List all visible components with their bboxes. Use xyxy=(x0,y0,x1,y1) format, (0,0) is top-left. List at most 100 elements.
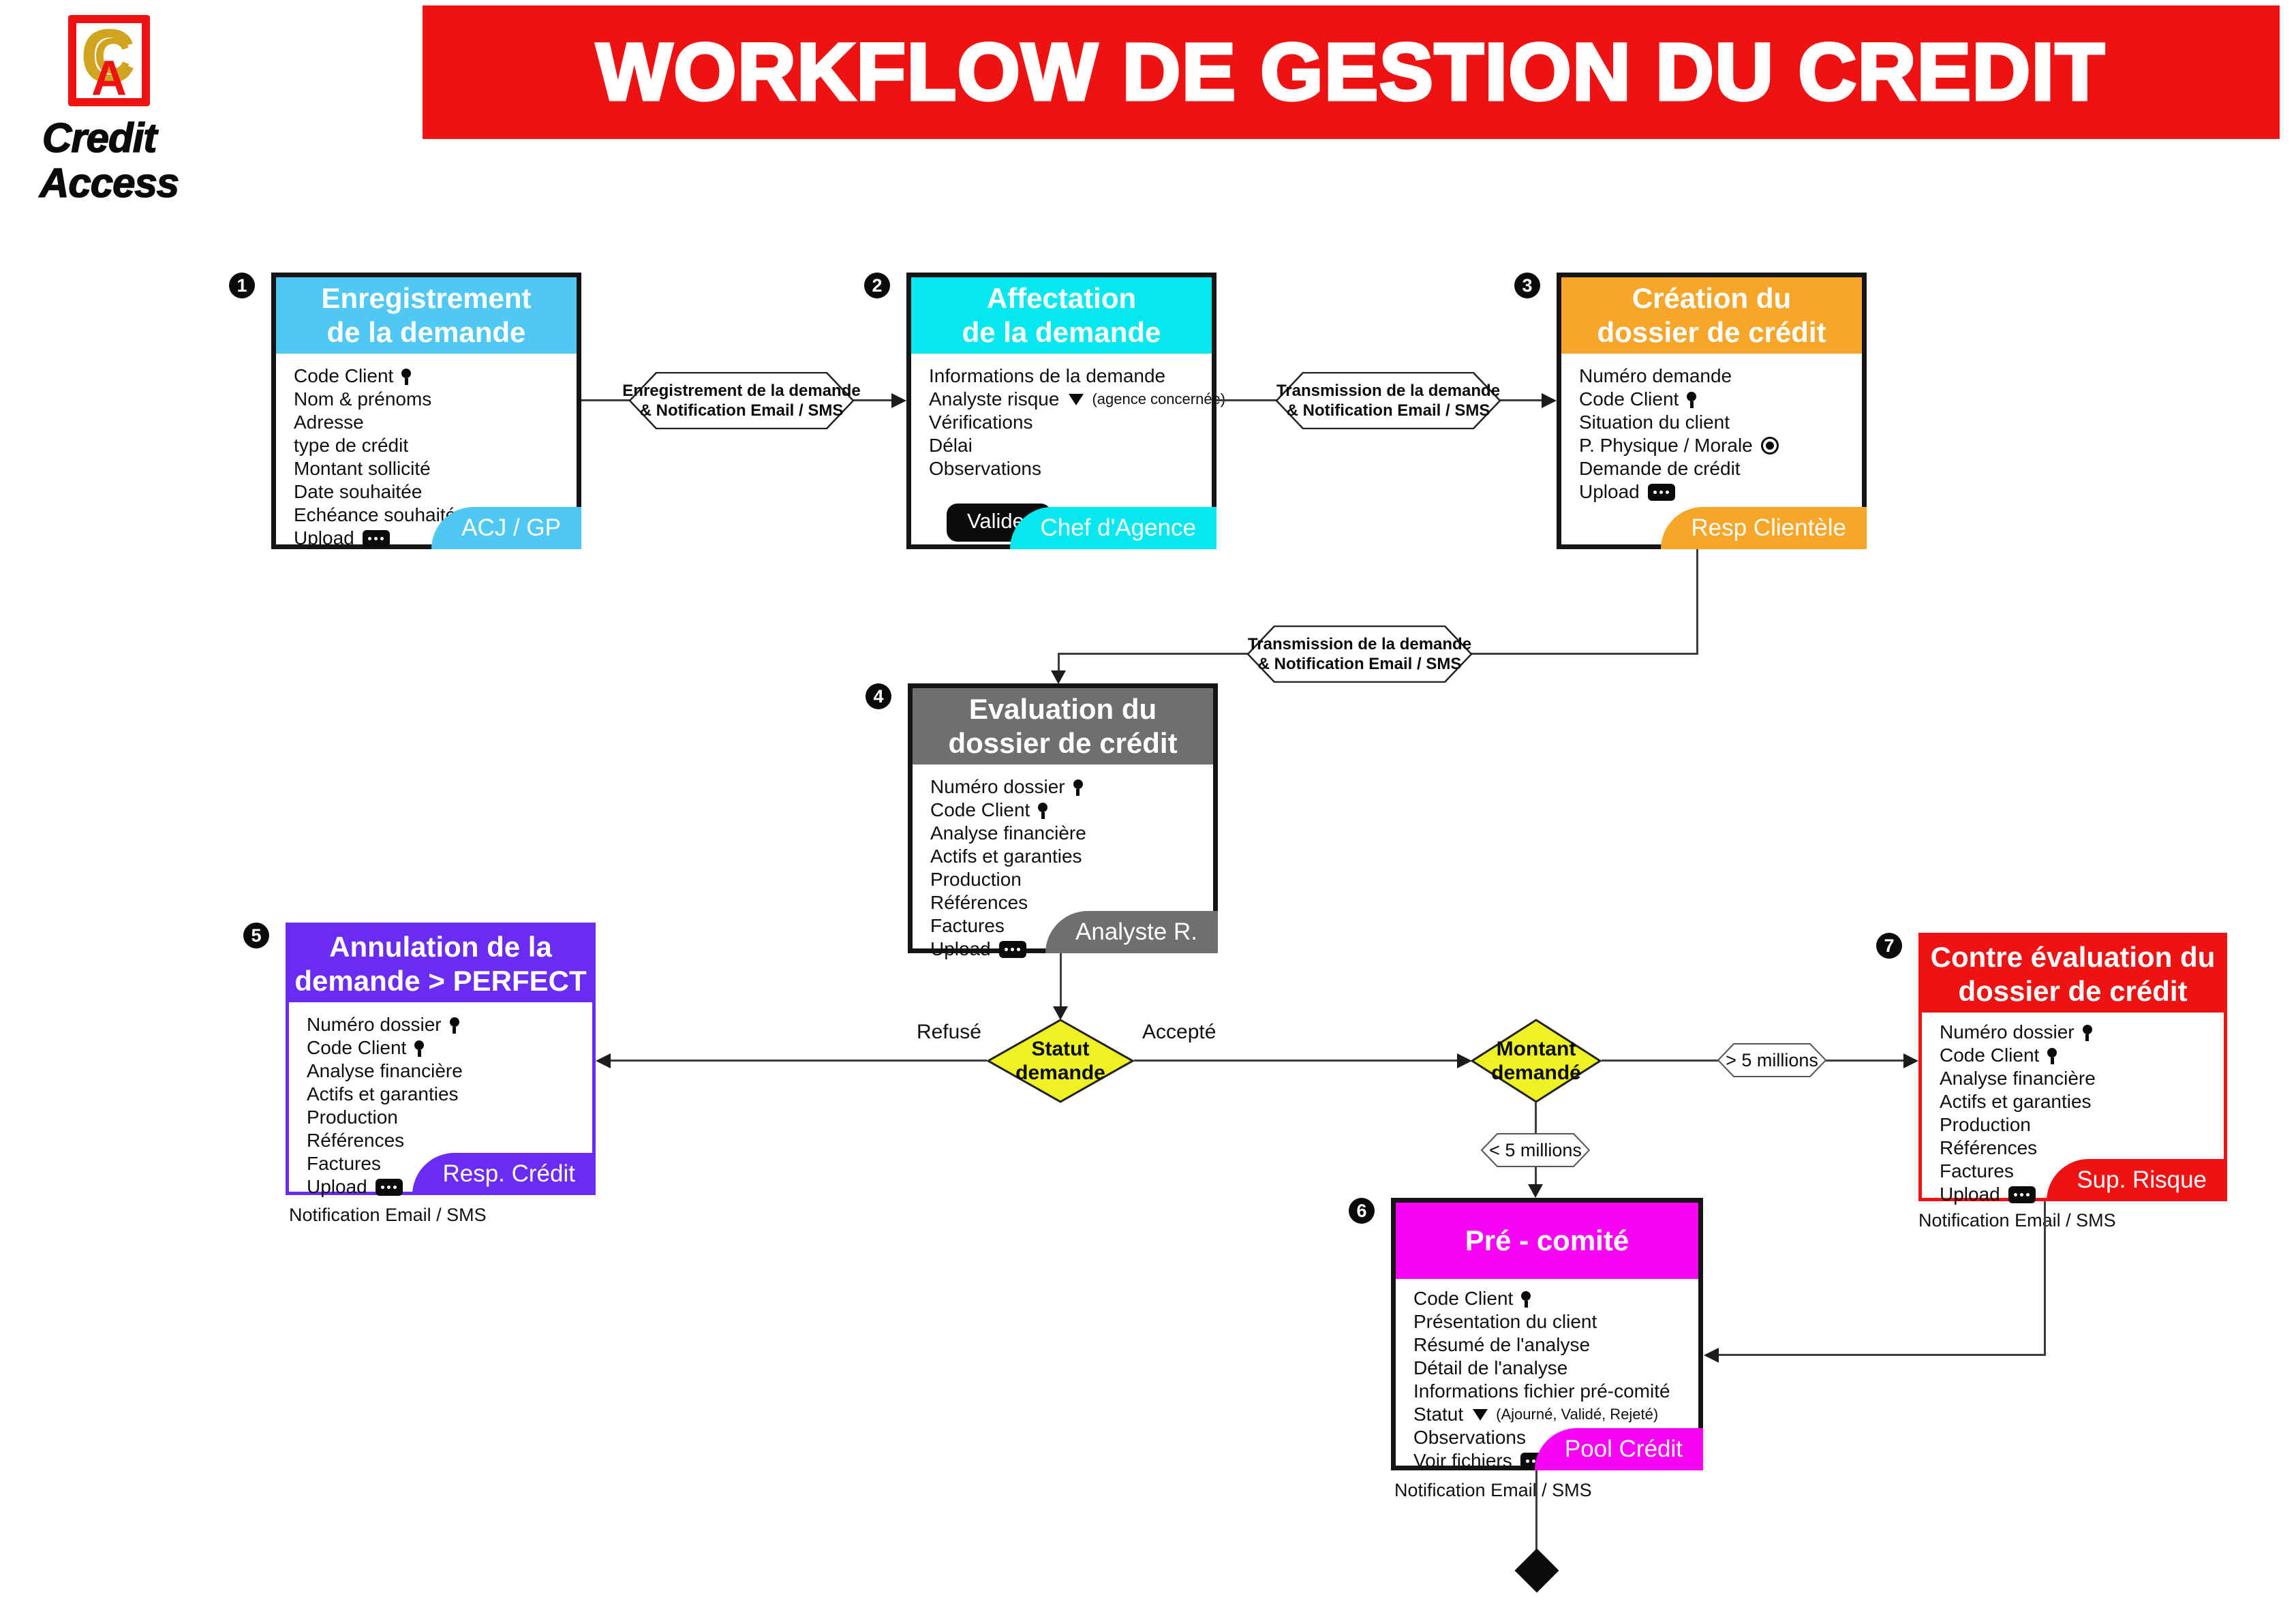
page-title-bar: WORKFLOW DE GESTION DU CREDIT xyxy=(423,5,2280,139)
field-upload: Upload xyxy=(307,1175,592,1199)
key-icon xyxy=(1073,779,1083,796)
connector-box7-down xyxy=(2044,1201,2046,1356)
key-icon xyxy=(1687,392,1697,408)
field-analyse-financiere: Analyse financière xyxy=(1940,1068,2096,1089)
field-production: Production xyxy=(307,1107,398,1128)
field-upload: Upload xyxy=(930,938,1213,961)
role-tag-resp-credit: Resp. Crédit xyxy=(412,1153,596,1195)
agence-note: (agence concernée) xyxy=(1092,390,1226,407)
connector-lt5-down1 xyxy=(1535,1102,1537,1133)
box3-header: Création du dossier de crédit xyxy=(1561,277,1862,354)
field-upload: Upload xyxy=(1940,1183,2224,1206)
connector-refuse-box5 xyxy=(611,1060,987,1062)
step-badge-3: 3 xyxy=(1514,273,1540,298)
box-contre-evaluation: Contre évaluation du dossier de crédit N… xyxy=(1918,933,2227,1205)
field-observations: Observations xyxy=(929,458,1041,479)
key-icon xyxy=(1521,1291,1531,1308)
arrowhead-into-decision2 xyxy=(1457,1053,1472,1068)
field-references: Références xyxy=(307,1130,405,1151)
field-upload: Upload xyxy=(294,527,577,550)
field-detail-analyse: Détail de l'analyse xyxy=(1413,1357,1568,1378)
field-code-client: Code Client xyxy=(307,1036,592,1060)
box-pre-comite: Pré - comité Code Client Présentation du… xyxy=(1391,1198,1703,1471)
field-informations-demande: Informations de la demande xyxy=(929,365,1166,386)
arrowhead-into-box2 xyxy=(891,393,906,408)
arrowhead-into-box4 xyxy=(1051,670,1066,684)
logo-letter-a: A xyxy=(91,51,127,106)
field-echeance-souhaitee: Echéance souhaitée xyxy=(294,504,467,525)
upload-dots-icon[interactable] xyxy=(362,529,390,547)
decision-montant-demande: Montant demandé xyxy=(1471,1019,1602,1103)
field-actifs-garanties: Actifs et garanties xyxy=(1940,1091,2092,1112)
field-factures: Factures xyxy=(930,915,1005,936)
logo-wordmark-line2: Access xyxy=(39,159,180,206)
field-analyse-financiere: Analyse financière xyxy=(930,822,1086,844)
edge-label-lt5-hex: < 5 millions xyxy=(1481,1133,1590,1167)
key-icon xyxy=(449,1017,459,1034)
role-tag-sup-risque: Sup. Risque xyxy=(2047,1159,2227,1201)
field-references: Références xyxy=(930,892,1028,913)
field-nom-prenoms: Nom & prénoms xyxy=(294,388,432,409)
upload-dots-icon[interactable] xyxy=(375,1178,403,1196)
field-date-souhaitee: Date souhaitée xyxy=(294,481,423,502)
upload-dots-icon[interactable] xyxy=(2008,1186,2036,1203)
notification-note-box7: Notification Email / SMS xyxy=(1918,1210,2116,1231)
edge-label-gt5-hex: > 5 millions xyxy=(1717,1043,1826,1077)
key-icon xyxy=(414,1040,425,1057)
connector-label-transmission-2: Transmission de la demande & Notificatio… xyxy=(1247,625,1472,683)
box-enregistrement-demande: Enregistrement de la demande Code Client… xyxy=(271,273,581,549)
logo-wordmark-line1: Credit xyxy=(42,114,157,161)
field-numero-dossier: Numéro dossier xyxy=(307,1013,592,1036)
connector-lt5-down2 xyxy=(1535,1167,1537,1186)
field-references: Références xyxy=(1940,1137,2038,1158)
decision-statut-demande: Statut demande xyxy=(987,1019,1134,1103)
arrowhead-into-box6-right xyxy=(1704,1348,1719,1363)
field-upload: Upload xyxy=(1579,480,1862,504)
logo-letter-c-inner: C xyxy=(94,28,131,84)
field-code-client: Code Client xyxy=(1413,1287,1698,1310)
field-actifs-garanties: Actifs et garanties xyxy=(930,846,1082,867)
role-tag-chef-agence: Chef d'Agence xyxy=(1010,507,1216,549)
key-icon xyxy=(2047,1048,2057,1064)
field-factures: Factures xyxy=(307,1153,381,1174)
upload-dots-icon[interactable] xyxy=(998,940,1026,958)
arrowhead-into-box6-top xyxy=(1528,1184,1543,1198)
role-tag-pool-credit: Pool Crédit xyxy=(1534,1428,1703,1470)
credit-access-logo-icon: C C A xyxy=(68,14,150,106)
connector-into-box4-down xyxy=(1058,653,1060,672)
upload-dots-icon[interactable] xyxy=(1647,483,1675,501)
arrowhead-into-box7 xyxy=(1903,1053,1918,1068)
field-code-client: Code Client xyxy=(294,365,577,388)
field-demande-credit: Demande de crédit xyxy=(1579,458,1741,479)
connector-label-enregistrement: Enregistrement de la demande & Notificat… xyxy=(622,372,861,429)
arrowhead-into-box5 xyxy=(596,1053,611,1068)
key-icon xyxy=(1038,803,1048,819)
dropdown-caret-icon[interactable] xyxy=(1473,1408,1488,1421)
step-badge-5: 5 xyxy=(243,923,269,948)
box-affectation-demande: Affectation de la demande Informations d… xyxy=(906,273,1225,549)
field-production: Production xyxy=(1940,1114,2031,1135)
step-badge-7: 7 xyxy=(1876,933,1902,959)
key-icon xyxy=(2082,1025,2092,1041)
dropdown-caret-icon[interactable] xyxy=(1069,393,1084,405)
radio-icon[interactable] xyxy=(1760,437,1779,454)
statut-options-note: (Ajourné, Validé, Rejeté) xyxy=(1496,1406,1659,1423)
field-production: Production xyxy=(930,869,1022,890)
connector-box3-down xyxy=(1696,549,1698,654)
connector-accepte-decision2 xyxy=(1134,1060,1460,1062)
field-infos-fichier-pre-comite: Informations fichier pré-comité xyxy=(1413,1380,1670,1402)
notification-note-box6: Notification Email / SMS xyxy=(1394,1480,1592,1500)
field-code-client: Code Client xyxy=(1579,388,1862,411)
box-annulation-demande: Annulation de la demande > PERFECT Numér… xyxy=(286,923,596,1197)
box-creation-dossier: Création du dossier de crédit Numéro dem… xyxy=(1557,273,1867,549)
step-badge-1: 1 xyxy=(229,273,255,298)
box5-header: Annulation de la demande > PERFECT xyxy=(289,926,592,1002)
field-resume-analyse: Résumé de l'analyse xyxy=(1413,1334,1591,1355)
field-analyse-financiere: Analyse financière xyxy=(307,1060,463,1081)
field-presentation-client: Présentation du client xyxy=(1413,1311,1597,1332)
field-situation-client: Situation du client xyxy=(1579,412,1730,433)
field-adresse: Adresse xyxy=(294,412,364,433)
role-tag-resp-clientele: Resp Clientèle xyxy=(1661,507,1867,549)
box1-header: Enregistrement de la demande xyxy=(276,277,577,354)
